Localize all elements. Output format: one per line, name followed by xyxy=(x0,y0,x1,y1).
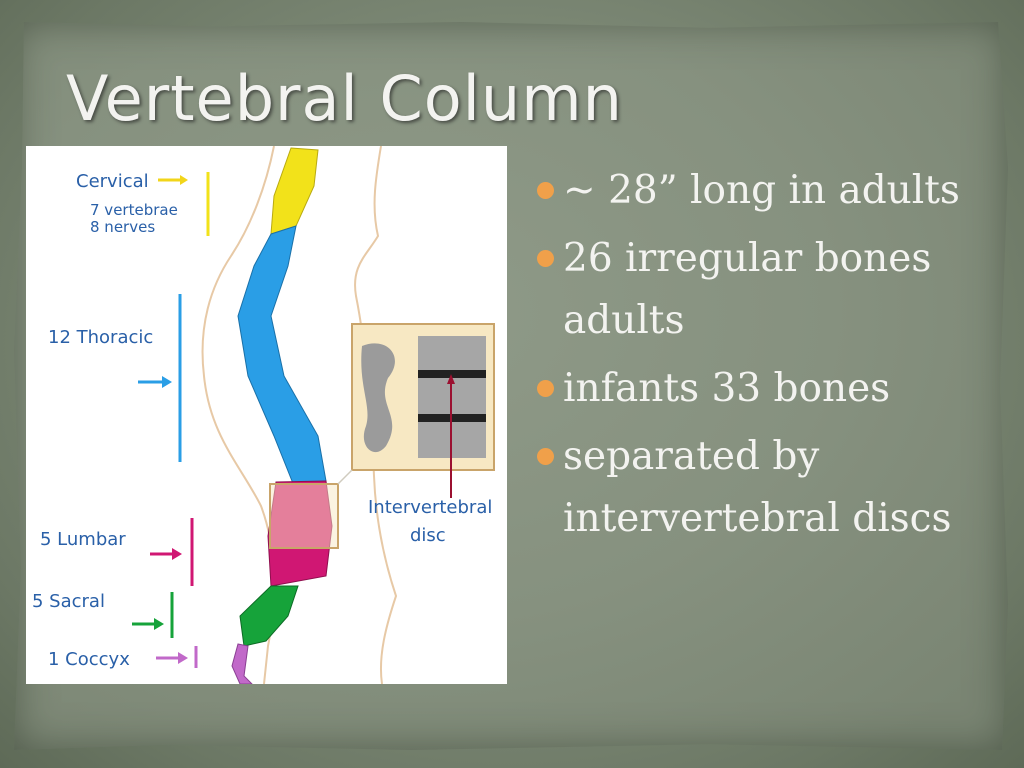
disc-highlight-box xyxy=(269,483,339,549)
bullet-item: 26 irregular bones adults xyxy=(535,228,985,352)
label-cervical: Cervical xyxy=(76,171,149,192)
sacral-segment xyxy=(239,585,299,647)
spine-illustration xyxy=(132,146,495,684)
slide-title: Vertebral Column xyxy=(66,62,623,135)
bullet-text: separated by intervertebral discs xyxy=(563,434,952,541)
bullet-dot xyxy=(537,250,554,267)
bullet-text: infants 33 bones xyxy=(563,366,891,411)
spine-diagram: Cervical 7 vertebrae 8 nerves 12 Thoraci… xyxy=(26,146,507,684)
coccyx-arrowhead xyxy=(178,652,188,664)
sacral-arrowhead xyxy=(154,618,164,630)
inset-bone xyxy=(361,343,395,453)
label-sacral: 5 Sacral xyxy=(32,591,105,612)
bullet-text: ~ 28” long in adults xyxy=(563,168,960,213)
label-thoracic: 12 Thoracic xyxy=(48,327,154,348)
label-cervical-nerves: 8 nerves xyxy=(90,218,156,236)
cervical-arrowhead xyxy=(180,175,188,185)
bullet-dot xyxy=(537,380,554,397)
bullet-item: separated by intervertebral discs xyxy=(535,426,985,550)
inset-vertebra-1 xyxy=(418,336,486,370)
bullet-item: infants 33 bones xyxy=(535,358,985,420)
label-disc: disc xyxy=(410,525,446,546)
coccyx-segment xyxy=(231,643,253,684)
label-lumbar: 5 Lumbar xyxy=(40,529,126,550)
cervical-segment xyxy=(270,147,319,235)
lumbar-arrowhead xyxy=(172,548,182,560)
disc-pointer-arrowhead xyxy=(447,374,455,384)
label-cervical-vertebrae: 7 vertebrae xyxy=(90,201,178,219)
label-coccyx: 1 Coccyx xyxy=(48,649,130,670)
label-intervertebral: Intervertebral xyxy=(368,497,493,518)
inset-disc-1 xyxy=(418,370,486,378)
thoracic-arrowhead xyxy=(162,376,172,388)
thoracic-segment xyxy=(237,225,327,487)
bullet-dot xyxy=(537,448,554,465)
bullet-dot xyxy=(537,182,554,199)
bullet-text: 26 irregular bones adults xyxy=(563,236,932,343)
bullet-item: ~ 28” long in adults xyxy=(535,160,985,222)
bullet-list: ~ 28” long in adults 26 irregular bones … xyxy=(535,160,985,556)
inset-connector-top xyxy=(337,469,353,485)
